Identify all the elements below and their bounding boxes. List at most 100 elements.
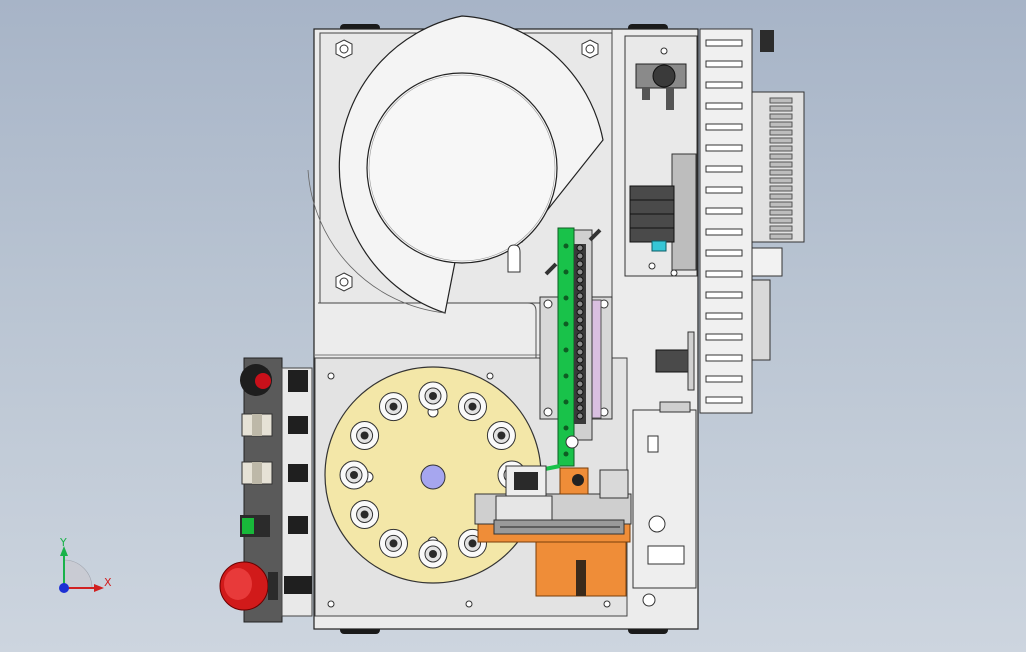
green-pushbutton[interactable] (240, 515, 308, 537)
rail-holes (563, 243, 569, 457)
relay-slot (769, 97, 793, 104)
rail-chain (574, 244, 586, 424)
rail-hole (563, 347, 569, 353)
terminal-slot (705, 249, 743, 257)
chain-link (576, 308, 584, 316)
rail-hole (563, 399, 569, 405)
rail-clamp (544, 228, 602, 276)
selector-switch-2[interactable] (241, 461, 308, 485)
relay-slot (769, 193, 793, 200)
chain-link (576, 356, 584, 364)
selector-switch-1[interactable] (241, 413, 308, 437)
coordinate-triad: Y X (59, 536, 112, 593)
terminal-slot (705, 354, 743, 362)
screw (335, 272, 353, 292)
rail-hole (563, 243, 569, 249)
chain-link (576, 244, 584, 252)
chain-link (576, 380, 584, 388)
relay-slot (769, 121, 793, 128)
chain-link (576, 252, 584, 260)
terminal-slot (705, 102, 743, 110)
triad-y-label: Y (59, 536, 67, 549)
rail-hole (563, 373, 569, 379)
turntable-socket (486, 421, 516, 450)
relay-slot (769, 201, 793, 208)
triad-x-label: X (104, 576, 112, 589)
chain-link (576, 396, 584, 404)
turntable-socket (379, 392, 408, 422)
turntable-socket (379, 528, 408, 558)
relay-slot (769, 113, 793, 120)
chain-link (576, 364, 584, 372)
emergency-stop-button[interactable] (219, 561, 312, 611)
rail-hole (563, 295, 569, 301)
chain-link (576, 284, 584, 292)
relay-slot (769, 177, 793, 184)
terminal-slot (705, 165, 743, 173)
small-cylinder (655, 331, 695, 391)
terminal-slot (705, 270, 743, 278)
chain-link (576, 412, 584, 420)
relay-slot (769, 169, 793, 176)
relay-slot (769, 137, 793, 144)
terminal-slot (705, 60, 743, 68)
terminal-slot (705, 123, 743, 131)
relay-slot (769, 209, 793, 216)
chain-link (576, 372, 584, 380)
chain-link (576, 332, 584, 340)
hook-bracket (507, 244, 521, 273)
terminal-slot (705, 312, 743, 320)
turntable-socket (458, 392, 487, 422)
terminal-strip[interactable] (699, 28, 805, 414)
chain-link (576, 388, 584, 396)
turntable-socket (458, 528, 487, 558)
solenoid-valves[interactable] (629, 185, 675, 252)
chain-link (576, 300, 584, 308)
relay-slot (769, 217, 793, 224)
rail-hole (563, 451, 569, 457)
screw (581, 39, 599, 59)
chain-link (576, 316, 584, 324)
chain-link (576, 260, 584, 268)
rail-hole (563, 269, 569, 275)
fan-housing[interactable] (307, 15, 604, 314)
chain-link (576, 292, 584, 300)
relay-slot (769, 153, 793, 160)
turntable-socket (418, 381, 448, 411)
terminal-slot (705, 144, 743, 152)
terminal-slot (705, 81, 743, 89)
lower-plate-screws (327, 372, 611, 608)
rail-hole (563, 425, 569, 431)
terminal-slot (705, 186, 743, 194)
turntable-socket (350, 421, 380, 450)
turntable-socket (350, 500, 380, 529)
chain-link (576, 276, 584, 284)
chain-link (576, 268, 584, 276)
terminal-slot (705, 291, 743, 299)
terminal-slot (705, 228, 743, 236)
chain-link (576, 348, 584, 356)
relay-slot (769, 105, 793, 112)
relay-slot (769, 225, 793, 232)
terminal-slot (705, 39, 743, 47)
terminal-slot (705, 396, 743, 404)
terminal-slot (705, 333, 743, 341)
relay-slot (769, 145, 793, 152)
rail-hole (563, 321, 569, 327)
turntable-socket (418, 539, 448, 569)
terminal-slot (705, 207, 743, 215)
chain-link (576, 324, 584, 332)
relay-slot (769, 233, 793, 240)
relay-slot (769, 161, 793, 168)
red-pushbutton[interactable] (240, 364, 308, 396)
chain-link (576, 404, 584, 412)
turntable-socket (339, 460, 369, 490)
sensor-plate[interactable] (632, 401, 697, 607)
relay-slot (769, 185, 793, 192)
filter-regulator[interactable] (635, 63, 687, 110)
chain-link (576, 340, 584, 348)
screw (335, 39, 353, 59)
relay-slot (769, 129, 793, 136)
slide-block-assembly[interactable] (474, 435, 632, 597)
